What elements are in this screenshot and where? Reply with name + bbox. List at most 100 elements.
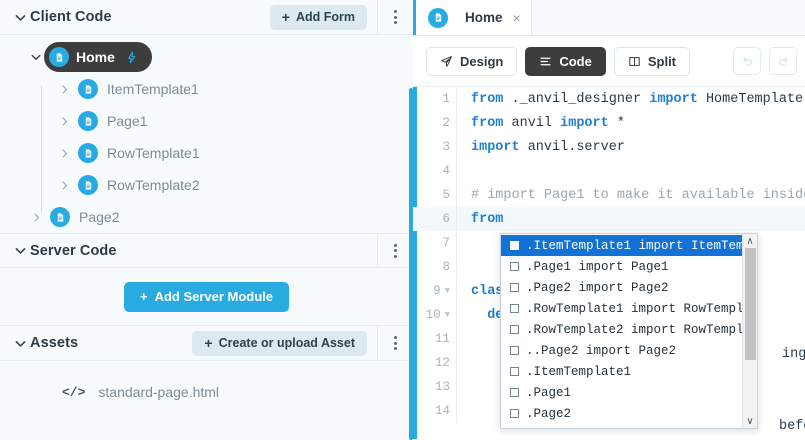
section-header-client-code[interactable]: Client Code + Add Form: [0, 0, 413, 35]
scroll-up-icon[interactable]: ∧: [746, 235, 754, 247]
autocomplete-item[interactable]: .RowTemplate1: [501, 424, 742, 429]
autocomplete-item-label: .Page2 import Page2: [526, 280, 669, 295]
chevron-down-icon[interactable]: [0, 11, 30, 24]
line-number: 10: [425, 308, 441, 322]
code-line[interactable]: 5 # import Page1 to make it available ins…: [413, 183, 805, 207]
module-checkbox-icon: [510, 304, 519, 313]
tree-item-home[interactable]: Home: [0, 41, 413, 73]
tree-item-rowtemplate2[interactable]: RowTemplate2: [0, 169, 413, 201]
client-code-menu-icon[interactable]: [377, 0, 413, 34]
tree-item-content: RowTemplate1: [78, 143, 200, 163]
assets-body: </> standard-page.html: [0, 361, 413, 405]
tree-item-itemtemplate1[interactable]: ItemTemplate1: [0, 73, 413, 105]
startup-bolt-icon[interactable]: [125, 51, 138, 64]
autocomplete-item[interactable]: .Page2: [501, 403, 742, 424]
module-checkbox-icon: [510, 283, 519, 292]
code-line[interactable]: 1 from ._anvil_designer import HomeTempla…: [413, 87, 805, 111]
code-line[interactable]: 4: [413, 159, 805, 183]
autocomplete-item[interactable]: .RowTemplate1 import RowTemplat…: [501, 298, 742, 319]
autocomplete-item-label: ..Page2 import Page2: [526, 343, 677, 358]
autocomplete-scrollbar[interactable]: ∧ ∨: [742, 234, 757, 428]
code-text: # import Page1 to make it available insi…: [471, 187, 805, 203]
chevron-right-icon[interactable]: [56, 180, 72, 191]
code-text: from ._anvil_designer import HomeTemplat…: [471, 91, 804, 107]
fold-toggle-icon[interactable]: ▼: [444, 310, 450, 320]
tab-label: Home: [465, 10, 503, 25]
code-editor[interactable]: 1 from ._anvil_designer import HomeTempla…: [413, 87, 805, 439]
chevron-right-icon[interactable]: [56, 116, 72, 127]
scroll-down-icon[interactable]: ∨: [746, 415, 754, 427]
close-icon[interactable]: ×: [512, 9, 521, 26]
tree-item-page1[interactable]: Page1: [0, 105, 413, 137]
line-number: 1: [442, 92, 450, 106]
code-line[interactable]: 2 from anvil import *: [413, 111, 805, 135]
line-number: 11: [434, 332, 450, 346]
autocomplete-item-label: .ItemTemplate1 import ItemTempl…: [526, 238, 742, 253]
section-header-server-code[interactable]: Server Code: [0, 233, 413, 268]
code-text: from anvil import *: [471, 115, 625, 131]
code-text: from: [471, 211, 504, 227]
autocomplete-dropdown[interactable]: .ItemTemplate1 import ItemTempl… .Page1 i…: [500, 233, 758, 429]
tree-item-selected-pill: Home: [44, 42, 152, 72]
form-file-icon: [49, 47, 69, 67]
line-number-gutter: 7: [413, 231, 457, 255]
section-header-assets[interactable]: Assets + Create or upload Asset: [0, 326, 413, 361]
design-mode-label: Design: [460, 53, 504, 69]
list-item[interactable]: </> standard-page.html: [0, 379, 413, 405]
lines-icon: [540, 57, 551, 65]
plus-icon: +: [139, 289, 148, 304]
code-line[interactable]: 8: [413, 255, 805, 279]
autocomplete-item[interactable]: .Page1 import Page1: [501, 256, 742, 277]
line-number-gutter: 5: [413, 183, 457, 207]
sidebar-scrollbar[interactable]: [409, 88, 413, 440]
chevron-down-icon[interactable]: [28, 51, 44, 63]
line-number: 5: [442, 188, 450, 202]
add-server-module-button[interactable]: + Add Server Module: [123, 281, 290, 312]
scroll-thumb[interactable]: [744, 248, 756, 360]
code-mode-button[interactable]: Code: [525, 46, 606, 76]
tree-item-content: Page2: [50, 207, 119, 227]
create-or-upload-asset-button[interactable]: + Create or upload Asset: [192, 330, 367, 356]
code-line[interactable]: 7: [413, 231, 805, 255]
autocomplete-list: .ItemTemplate1 import ItemTempl… .Page1 i…: [501, 234, 742, 428]
undo-icon: [742, 56, 752, 66]
server-code-menu-icon[interactable]: [377, 234, 413, 267]
chevron-right-icon[interactable]: [56, 148, 72, 159]
tree-item-page2[interactable]: Page2: [0, 201, 413, 233]
autocomplete-item[interactable]: .Page2 import Page2: [501, 277, 742, 298]
line-number-gutter: 2: [413, 111, 457, 135]
chevron-down-icon[interactable]: [0, 244, 30, 257]
chevron-right-icon[interactable]: [28, 212, 44, 223]
fold-toggle-icon[interactable]: ▼: [444, 286, 450, 296]
autocomplete-item[interactable]: .RowTemplate2 import RowTemplat…: [501, 319, 742, 340]
autocomplete-item-label: .ItemTemplate1: [526, 364, 632, 379]
autocomplete-item[interactable]: .ItemTemplate1: [501, 361, 742, 382]
chevron-down-icon[interactable]: [0, 337, 30, 350]
split-mode-button[interactable]: Split: [613, 46, 691, 76]
tab-home[interactable]: Home ×: [413, 0, 532, 35]
tree-indent-guide: [41, 86, 42, 212]
module-checkbox-icon: [510, 346, 519, 355]
add-form-label: Add Form: [295, 10, 355, 24]
undo-button[interactable]: [733, 47, 762, 75]
tree-item-label: Page1: [107, 113, 148, 129]
assets-menu-icon[interactable]: [377, 326, 413, 360]
add-form-button[interactable]: + Add Form: [269, 4, 367, 30]
code-line[interactable]: 13: [413, 375, 805, 399]
line-number: 3: [442, 140, 450, 154]
autocomplete-item[interactable]: ..Page2 import Page2: [501, 340, 742, 361]
line-number-gutter: 14: [413, 399, 457, 423]
chevron-right-icon[interactable]: [56, 84, 72, 95]
redo-button[interactable]: [769, 47, 798, 75]
autocomplete-item[interactable]: .Page1: [501, 382, 742, 403]
tree-item-rowtemplate1[interactable]: RowTemplate1: [0, 137, 413, 169]
module-checkbox-icon: [510, 241, 519, 250]
design-mode-button[interactable]: Design: [426, 46, 518, 76]
autocomplete-item-label: .Page2: [526, 406, 572, 421]
code-mode-label: Code: [559, 53, 592, 69]
autocomplete-item[interactable]: .ItemTemplate1 import ItemTempl…: [501, 235, 742, 256]
